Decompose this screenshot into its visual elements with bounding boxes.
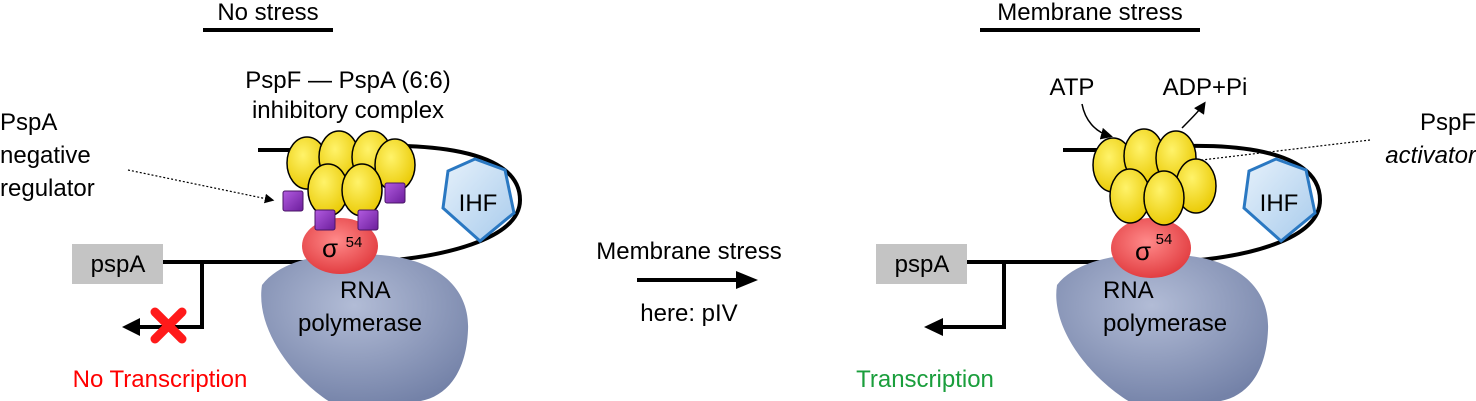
regulator-label-line2: negative [0,142,91,169]
transition: Membrane stress here: pIV [596,238,781,327]
regulator-label-line3: regulator [0,175,95,202]
complex-label-line1: PspF — PspA (6:6) [245,67,450,94]
left-ihf [441,157,516,243]
left-transcription-path [135,262,204,329]
left-heading: No stress [217,0,318,26]
right-panel: Membrane stress ATP ADP+Pi PspF activato… [856,0,1476,401]
left-polymerase-label-line1: RNA [340,277,391,304]
right-rna-polymerase [1056,253,1269,401]
no-transcription-label: No Transcription [73,366,248,393]
left-pspf-hexamer [286,130,416,217]
left-pspa-gene-label: pspA [91,251,146,278]
left-pspa-gene-box [72,244,163,284]
complex-label-line2: inhibitory complex [252,97,444,124]
right-ihf [1242,157,1317,243]
atp-label: ATP [1050,74,1095,101]
right-polymerase-label-line2: polymerase [1103,310,1227,337]
left-sigma-symbol: σ [322,233,338,263]
transcription-label: Transcription [856,366,994,393]
transition-label-top: Membrane stress [596,238,781,265]
right-polymerase-label-line1: RNA [1103,277,1154,304]
left-ihf-label: IHF [459,190,498,217]
left-sigma-superscript: 54 [346,234,363,251]
pspa-subunits [282,182,406,231]
right-transcription-arrowhead [924,318,943,336]
adp-arrow [1181,101,1206,129]
block-cross-icon [150,307,187,344]
left-sigma54 [302,218,378,274]
left-polymerase-label-line2: polymerase [298,310,422,337]
right-heading: Membrane stress [997,0,1182,26]
transition-arrowhead [736,271,758,289]
right-sigma54 [1111,218,1191,278]
regulator-pointer [127,169,275,204]
left-transcription-arrowhead [122,318,140,336]
transition-label-bottom: here: pIV [640,300,737,327]
regulator-label-line1: PspA [0,109,57,136]
activator-pointer [1182,139,1371,166]
adp-label: ADP+Pi [1163,74,1248,101]
left-rna-polymerase [261,253,469,401]
right-sigma-symbol: σ [1135,236,1151,266]
activator-label-line1: PspF [1420,109,1476,136]
right-sigma-superscript: 54 [1156,231,1173,248]
atp-arrow [1081,103,1113,140]
activator-label-line2: activator [1385,142,1476,169]
right-pspf-hexamer [1092,128,1217,226]
left-panel: No stress PspF — PspA (6:6) inhibitory c… [0,0,523,401]
right-pspa-gene-label: pspA [895,251,950,278]
right-pspa-gene-box [876,244,967,284]
right-transcription-path [940,262,1006,329]
right-ihf-label: IHF [1260,190,1299,217]
